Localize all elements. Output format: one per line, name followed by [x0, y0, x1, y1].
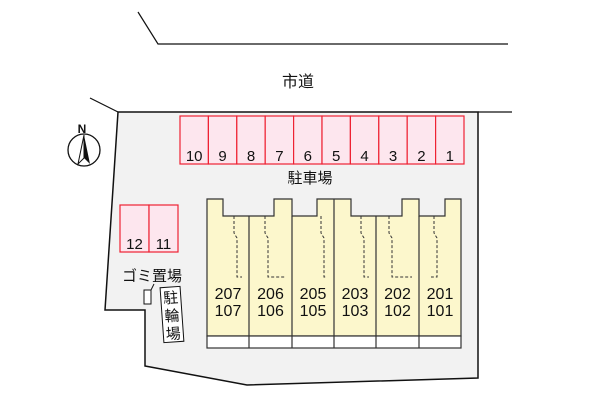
unit-upper-number: 201 — [427, 286, 454, 303]
parking-space-number: 4 — [360, 148, 368, 165]
unit-upper-number: 203 — [342, 286, 369, 303]
unit-interior-dashed-line — [264, 216, 285, 278]
road-line-upper — [137, 11, 508, 45]
road-label: 市道 — [282, 73, 314, 91]
parking-space: 1 — [435, 115, 465, 165]
unit-upper-number: 207 — [215, 286, 242, 303]
north-compass-icon: N — [67, 122, 101, 167]
parking-space-number: 11 — [156, 236, 172, 253]
parking-space-number: 12 — [126, 236, 143, 253]
unit-interior-dashed-line — [388, 216, 412, 278]
bicycle-label-2: 輪 — [164, 307, 180, 325]
north-label: N — [78, 122, 87, 136]
unit-lower-number: 107 — [215, 303, 242, 320]
parking-row-left: 12 11 — [119, 204, 179, 253]
bicycle-parking: 駐 輪 場 — [159, 285, 185, 343]
parking-space-number: 5 — [332, 148, 340, 165]
parking-space-number: 1 — [446, 148, 454, 165]
parking-space: 5 — [321, 115, 351, 165]
unit-lower-number: 102 — [384, 303, 411, 320]
bicycle-label-3: 場 — [165, 325, 181, 343]
parking-space: 8 — [236, 115, 266, 165]
garbage-pointer-line — [150, 283, 155, 291]
unit-interior-dashed-line — [431, 216, 438, 278]
parking-space: 3 — [378, 115, 408, 165]
garbage-bin-icon — [143, 289, 152, 305]
parking-space-number: 3 — [389, 148, 397, 165]
parking-space: 7 — [264, 115, 295, 165]
garbage-area-label: ゴミ置場 — [122, 267, 182, 285]
parking-space-number: 6 — [304, 148, 312, 165]
unit-lower-number: 103 — [342, 303, 369, 320]
unit-interior-dashed-line — [320, 216, 327, 278]
parking-space: 11 — [148, 204, 179, 253]
parking-row-top: 10 9 8 7 6 5 4 3 2 1 — [179, 115, 465, 165]
unit-upper-number: 202 — [384, 286, 411, 303]
unit-upper-number: 205 — [300, 286, 327, 303]
parking-space-number: 10 — [186, 148, 203, 165]
unit-upper-number: 206 — [257, 286, 284, 303]
parking-space: 2 — [406, 115, 437, 165]
unit-lower-number: 101 — [427, 303, 454, 320]
parking-space: 9 — [207, 115, 238, 165]
parking-space: 12 — [119, 204, 150, 253]
parking-space-number: 8 — [247, 148, 255, 165]
parking-space: 4 — [349, 115, 380, 165]
unit-lower-number: 105 — [300, 303, 327, 320]
parking-space: 6 — [293, 115, 323, 165]
bicycle-label-1: 駐 — [163, 290, 179, 308]
parking-space-number: 9 — [218, 148, 226, 165]
road-line-lower-left — [89, 97, 119, 113]
parking-space: 10 — [179, 115, 209, 165]
unit-interior-dashed-line — [360, 216, 369, 278]
parking-space-number: 2 — [417, 148, 425, 165]
unit-interior-dashed-line — [233, 216, 242, 278]
parking-label: 駐車場 — [287, 170, 332, 187]
unit-lower-number: 106 — [257, 303, 284, 320]
parking-space-number: 7 — [275, 148, 283, 165]
